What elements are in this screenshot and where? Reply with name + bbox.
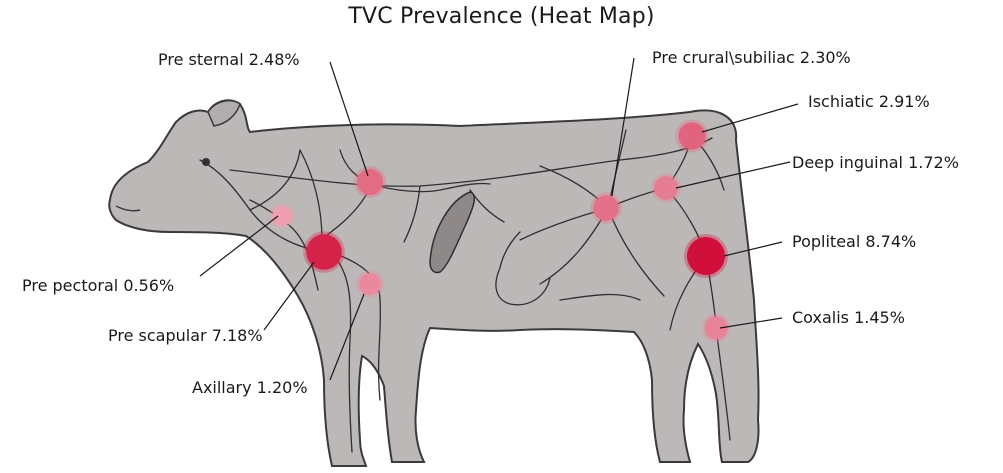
label-popliteal-value: 8.74%: [865, 232, 916, 251]
label-coxalis: Coxalis 1.45%: [792, 310, 905, 326]
label-ischiatic-value: 2.91%: [879, 92, 930, 111]
label-pre-pectoral-value: 0.56%: [123, 276, 174, 295]
spot-pre-sternal: [357, 169, 383, 195]
label-pre-crural-name: Pre crural\subiliac: [652, 48, 795, 67]
label-popliteal: Popliteal 8.74%: [792, 234, 916, 250]
label-coxalis-name: Coxalis: [792, 308, 849, 327]
label-coxalis-value: 1.45%: [854, 308, 905, 327]
label-pre-scapular-value: 7.18%: [212, 326, 263, 345]
label-pre-pectoral: Pre pectoral 0.56%: [22, 278, 174, 294]
label-axillary-name: Axillary: [192, 378, 252, 397]
spot-coxalis: [705, 317, 728, 340]
label-pre-scapular: Pre scapular 7.18%: [108, 328, 263, 344]
spot-ischiatic: [678, 122, 705, 149]
label-pre-sternal-value: 2.48%: [249, 50, 300, 69]
label-deep-inguinal-value: 1.72%: [908, 153, 959, 172]
label-ischiatic: Ischiatic 2.91%: [808, 94, 930, 110]
label-popliteal-name: Popliteal: [792, 232, 860, 251]
label-axillary-value: 1.20%: [257, 378, 308, 397]
spot-popliteal: [687, 237, 725, 275]
label-pre-sternal-name: Pre sternal: [158, 50, 244, 69]
spot-axillary: [359, 273, 381, 295]
spot-pre-pectoral: [272, 206, 291, 225]
cow-body: [109, 100, 758, 466]
label-pre-scapular-name: Pre scapular: [108, 326, 207, 345]
label-ischiatic-name: Ischiatic: [808, 92, 874, 111]
label-pre-sternal: Pre sternal 2.48%: [158, 52, 300, 68]
label-pre-crural: Pre crural\subiliac 2.30%: [652, 50, 851, 66]
label-deep-inguinal: Deep inguinal 1.72%: [792, 155, 959, 171]
spot-pre-crural: [593, 195, 619, 221]
spot-deep-inguinal: [654, 176, 678, 200]
label-deep-inguinal-name: Deep inguinal: [792, 153, 903, 172]
label-pre-crural-value: 2.30%: [800, 48, 851, 67]
label-axillary: Axillary 1.20%: [192, 380, 308, 396]
label-pre-pectoral-name: Pre pectoral: [22, 276, 118, 295]
